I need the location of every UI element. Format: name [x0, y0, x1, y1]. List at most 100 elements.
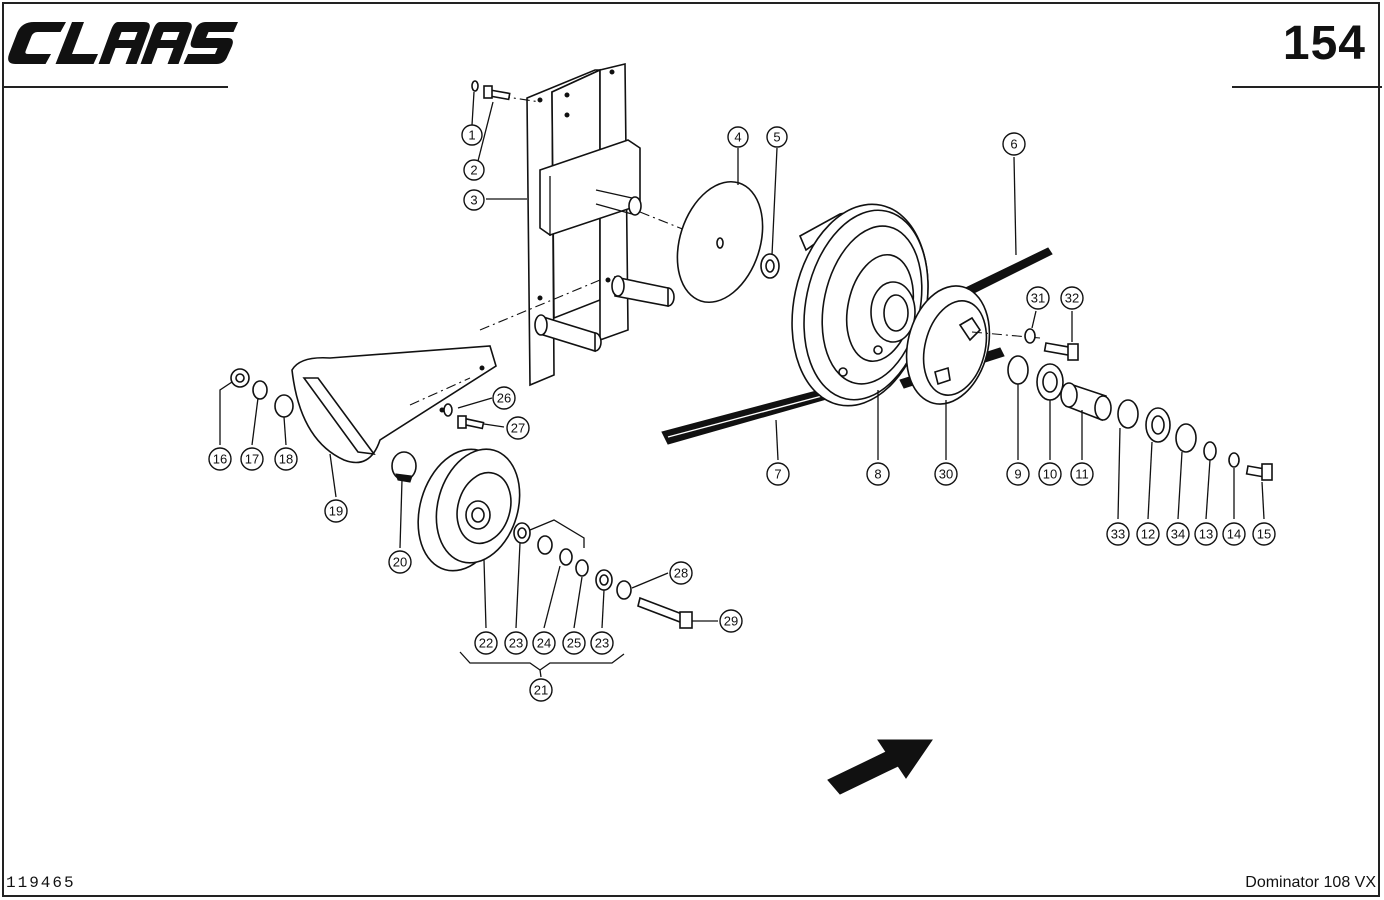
callout-23-front: 23 [504, 631, 528, 655]
circlip-inner [537, 535, 553, 555]
circlip-9 [1007, 355, 1029, 385]
callout-20: 20 [388, 550, 412, 574]
callout-3: 3 [463, 189, 485, 211]
callout-29: 29 [719, 609, 743, 633]
header-rule-right [1232, 86, 1382, 88]
callout-label: 19 [329, 504, 343, 519]
callout-label: 9 [1014, 467, 1021, 482]
callout-label: 13 [1199, 527, 1213, 542]
callout-15: 15 [1252, 522, 1276, 546]
nut-16 [230, 368, 250, 388]
callout-19: 19 [324, 499, 348, 523]
cover-disc [676, 180, 764, 304]
model-name: Dominator 108 VX [1245, 874, 1376, 891]
callout-32: 32 [1060, 286, 1084, 310]
bracket-plate [526, 62, 675, 387]
callout-label: 17 [245, 452, 259, 467]
callout-21: 21 [529, 678, 553, 702]
callout-1: 1 [461, 124, 483, 146]
callout-16: 16 [208, 447, 232, 471]
callout-33: 33 [1106, 522, 1130, 546]
callout-8: 8 [866, 462, 890, 486]
tensioner-arm [291, 345, 497, 464]
bolt-29 [637, 596, 693, 629]
washer-14 [1228, 452, 1240, 468]
callout-label: 28 [674, 566, 688, 581]
callout-label: 26 [497, 391, 511, 406]
callout-17: 17 [240, 447, 264, 471]
callout-label: 20 [393, 555, 407, 570]
callout-label: 23 [595, 636, 609, 651]
callout-12: 12 [1136, 522, 1160, 546]
callout-label: 18 [279, 452, 293, 467]
callout-18: 18 [274, 447, 298, 471]
callout-31: 31 [1026, 286, 1050, 310]
callout-label: 8 [874, 467, 881, 482]
callout-22: 22 [474, 631, 498, 655]
callout-4: 4 [727, 126, 749, 148]
callout-2: 2 [463, 159, 485, 181]
callout-23-rear: 23 [590, 631, 614, 655]
callout-label: 30 [939, 467, 953, 482]
circlip-25 [575, 559, 589, 577]
callout-label: 32 [1065, 291, 1079, 306]
flange [905, 285, 991, 405]
bearing-12 [1145, 407, 1171, 443]
bolt-and-washer [471, 80, 511, 101]
callout-label: 22 [479, 636, 493, 651]
callout-label: 11 [1075, 467, 1089, 482]
callout-30: 30 [934, 462, 958, 486]
callout-7: 7 [766, 462, 790, 486]
bearing-10 [1036, 363, 1064, 401]
callout-27: 27 [506, 416, 530, 440]
callout-24: 24 [532, 631, 556, 655]
callout-14: 14 [1222, 522, 1246, 546]
callout-label: 25 [567, 636, 581, 651]
bush [760, 253, 780, 279]
callout-label: 33 [1111, 527, 1125, 542]
circlip-33 [1117, 399, 1139, 429]
callout-label: 29 [724, 614, 738, 629]
header-rule-left [2, 86, 228, 88]
bearing-23-rear [595, 569, 613, 591]
callout-13: 13 [1194, 522, 1218, 546]
bearing-23-front [513, 522, 531, 544]
callout-label: 21 [534, 683, 548, 698]
washer-13 [1203, 441, 1217, 461]
callout-11: 11 [1070, 462, 1094, 486]
callout-label: 12 [1141, 527, 1155, 542]
page-number: 154 [1282, 17, 1366, 70]
washer-31 [1024, 328, 1036, 344]
callout-label: 7 [774, 467, 781, 482]
large-pulley [791, 203, 929, 407]
callout-label: 5 [773, 130, 780, 145]
callout-26: 26 [492, 386, 516, 410]
washer-17 [252, 380, 268, 400]
callout-label: 2 [470, 163, 477, 178]
washer-18 [274, 394, 294, 418]
callout-25: 25 [562, 631, 586, 655]
callout-label: 31 [1031, 291, 1045, 306]
belt-lower [661, 389, 832, 445]
assembly-bracket [459, 651, 625, 671]
callout-6: 6 [1002, 132, 1026, 156]
callout-label: 4 [734, 130, 741, 145]
drawing-number: 119465 [6, 874, 76, 892]
bolt-15 [1245, 463, 1273, 481]
idler-pulley [417, 448, 521, 572]
callout-label: 24 [537, 636, 551, 651]
callout-10: 10 [1038, 462, 1062, 486]
spacer-24 [559, 548, 573, 566]
callout-label: 15 [1257, 527, 1271, 542]
callout-label: 27 [511, 421, 525, 436]
bolt-27 [457, 415, 485, 430]
leader-lines [219, 91, 1265, 678]
callout-28: 28 [669, 561, 693, 585]
direction-arrow [827, 739, 933, 795]
callout-5: 5 [766, 126, 788, 148]
callout-label: 3 [470, 193, 477, 208]
sleeve-11 [1060, 382, 1112, 422]
cap [391, 451, 417, 483]
